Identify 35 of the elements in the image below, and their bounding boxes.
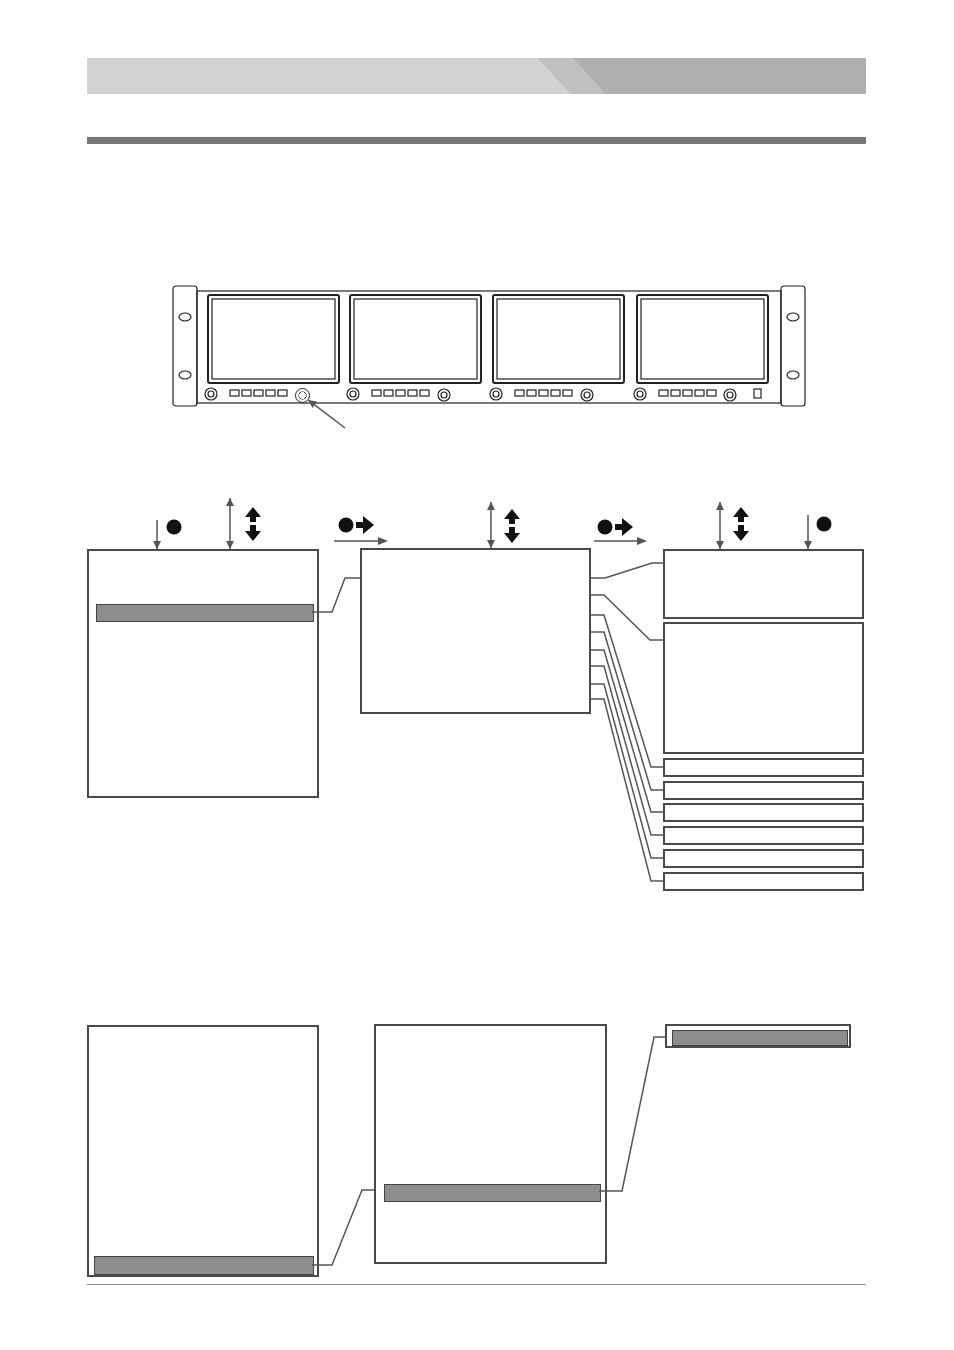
connector-line bbox=[590, 562, 664, 579]
highlighted-menu-bar bbox=[672, 1030, 848, 1046]
pointer-arrow bbox=[307, 399, 346, 429]
pointer-arrow bbox=[487, 501, 495, 549]
menu-knob bbox=[295, 388, 310, 403]
pointer-arrow bbox=[153, 519, 161, 550]
menu-box bbox=[665, 1024, 851, 1048]
pointer-arrow bbox=[804, 514, 812, 550]
menu-box bbox=[663, 872, 864, 891]
menu-box bbox=[87, 1025, 319, 1277]
menu-box bbox=[663, 758, 864, 777]
menu-box bbox=[663, 781, 864, 800]
connector-line bbox=[590, 683, 664, 859]
pointer-arrow bbox=[226, 497, 234, 550]
connector-line bbox=[590, 665, 664, 836]
connector-line bbox=[590, 631, 664, 791]
menu-box bbox=[360, 548, 591, 714]
menu-box bbox=[663, 849, 864, 868]
highlighted-menu-bar bbox=[96, 604, 314, 622]
menu-box bbox=[663, 826, 864, 845]
connector-line bbox=[590, 649, 664, 813]
menu-box bbox=[663, 803, 864, 822]
highlighted-menu-bar bbox=[94, 1256, 314, 1275]
pointer-arrow bbox=[716, 501, 724, 550]
highlighted-menu-bar bbox=[384, 1184, 601, 1202]
connector-line bbox=[598, 1036, 666, 1192]
connector-line bbox=[311, 577, 361, 613]
menu-box bbox=[374, 1024, 607, 1264]
menu-box bbox=[663, 549, 864, 619]
connector-line bbox=[590, 698, 664, 882]
menu-box bbox=[87, 549, 319, 798]
connector-line bbox=[590, 594, 664, 641]
connector-line bbox=[311, 1189, 375, 1266]
connector-line bbox=[590, 614, 664, 768]
menu-box bbox=[663, 622, 864, 754]
